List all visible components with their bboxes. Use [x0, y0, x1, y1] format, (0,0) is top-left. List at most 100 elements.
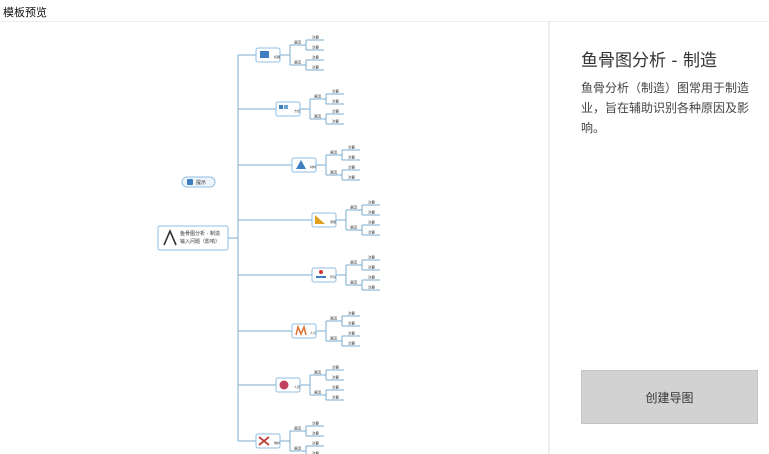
- sub-branch-label: 原因: [314, 94, 322, 99]
- person-icon: [279, 380, 289, 390]
- window-title: 模板预览: [3, 6, 47, 19]
- leaf-label: 次要: [368, 210, 376, 215]
- sub-branch-label: 原因: [314, 370, 322, 375]
- leaf-label: 次要: [348, 321, 356, 326]
- leaf-label: 次要: [332, 365, 340, 370]
- sub-connector: [316, 321, 327, 341]
- leaf-label: 次要: [332, 119, 340, 124]
- floating-topic-label: 提示: [196, 179, 206, 186]
- sub-branch-label: 原因: [314, 114, 322, 119]
- sub-branch-label: 原因: [350, 280, 358, 285]
- note-icon: [187, 179, 193, 185]
- category-node-3[interactable]: 材料: [291, 157, 317, 173]
- template-title: 鱼骨图分析 - 制造: [581, 51, 717, 71]
- leaf-label: 次要: [312, 431, 320, 436]
- leaf-label: 次要: [332, 89, 340, 94]
- sub-connector: [280, 431, 291, 451]
- leaf-label: 次要: [312, 451, 320, 454]
- sub-branch-label: 原因: [330, 336, 338, 341]
- sub-branch-label: 原因: [350, 260, 358, 265]
- template-info-panel: 鱼骨图分析 - 制造 鱼骨分析（制造）图常用于制造业，旨在辅助识别各种原因及影响…: [550, 22, 769, 454]
- leaf-label: 次要: [348, 311, 356, 316]
- floating-topic[interactable]: 提示: [181, 176, 216, 188]
- category-node-box: [311, 267, 337, 283]
- monitor-icon: [260, 51, 269, 58]
- leaf-label: 次要: [332, 375, 340, 380]
- sub-branch-label: 原因: [330, 170, 338, 175]
- sub-branch-label: 原因: [350, 205, 358, 210]
- leaf-label: 次要: [368, 220, 376, 225]
- category-node-7[interactable]: 人员: [275, 377, 301, 393]
- hands-icon: [295, 324, 307, 336]
- sub-connector: [316, 155, 327, 175]
- create-mindmap-button[interactable]: 创建导图: [581, 370, 758, 424]
- category-label: 机器: [274, 54, 280, 59]
- sub-branch-label: 原因: [294, 60, 302, 65]
- leaf-label: 次要: [332, 109, 340, 114]
- category-node-8[interactable]: 维护: [255, 433, 281, 449]
- category-label: 维护: [274, 440, 280, 445]
- sub-branch-label: 原因: [330, 150, 338, 155]
- grid-icon: [279, 105, 283, 109]
- leaf-label: 次要: [312, 65, 320, 70]
- category-node-6[interactable]: 人力: [291, 323, 317, 339]
- leaf-label: 次要: [368, 230, 376, 235]
- panel-divider: [548, 22, 550, 454]
- sub-branch-label: 原因: [294, 426, 302, 431]
- leaf-label: 次要: [368, 265, 376, 270]
- root-title: 鱼骨图分析 - 制造: [180, 230, 220, 237]
- category-label: 测量: [330, 219, 336, 224]
- environment-icon: [319, 270, 323, 274]
- root-node[interactable]: 鱼骨图分析 - 制造 输入问题（影响）: [157, 225, 229, 251]
- leaf-label: 次要: [332, 99, 340, 104]
- template-description: 鱼骨分析（制造）图常用于制造业，旨在辅助识别各种原因及影响。: [581, 81, 750, 135]
- leaf-label: 次要: [312, 35, 320, 40]
- sub-connector: [300, 375, 311, 395]
- leaf-label: 次要: [312, 55, 320, 60]
- leaf-label: 次要: [368, 285, 376, 290]
- sub-branch-label: 原因: [330, 316, 338, 321]
- tools-icon: [258, 436, 270, 446]
- template-preview-canvas: 机器原因次要次要原因次要次要方法原因次要次要原因次要次要材料原因次要次要原因次要…: [0, 22, 548, 454]
- category-label: 方法: [294, 108, 300, 113]
- leaf-label: 次要: [332, 395, 340, 400]
- leaf-label: 次要: [348, 175, 356, 180]
- category-label: 人员: [294, 385, 300, 389]
- sub-branch-label: 原因: [294, 446, 302, 451]
- sub-connector: [336, 265, 347, 285]
- pyramid-icon: [296, 160, 306, 169]
- sub-branch-label: 原因: [314, 390, 322, 395]
- leaf-label: 次要: [332, 385, 340, 390]
- leaf-label: 次要: [348, 155, 356, 160]
- leaf-label: 次要: [348, 331, 356, 336]
- leaf-label: 次要: [368, 275, 376, 280]
- category-label: 环境: [330, 274, 336, 279]
- sub-connector: [336, 210, 347, 230]
- root-subtitle: 输入问题（影响）: [180, 238, 220, 245]
- environment-icon: [316, 276, 326, 278]
- leaf-label: 次要: [348, 145, 356, 150]
- category-node-2[interactable]: 方法: [275, 101, 301, 117]
- leaf-label: 次要: [368, 255, 376, 260]
- leaf-label: 次要: [368, 200, 376, 205]
- category-label: 材料: [310, 164, 316, 169]
- ruler-icon: [315, 215, 325, 224]
- title-bar: 模板预览: [0, 0, 769, 22]
- category-node-box: [255, 433, 281, 449]
- grid-icon: [284, 105, 288, 109]
- sub-connector: [280, 45, 291, 65]
- leaf-label: 次要: [348, 165, 356, 170]
- sub-branch-label: 原因: [294, 40, 302, 45]
- sub-connector: [300, 99, 311, 119]
- mindmap-diagram: 机器原因次要次要原因次要次要方法原因次要次要原因次要次要材料原因次要次要原因次要…: [157, 35, 380, 454]
- logo-icon: [163, 228, 177, 246]
- leaf-label: 次要: [312, 45, 320, 50]
- sub-branch-label: 原因: [350, 225, 358, 230]
- category-label: 人力: [310, 330, 316, 335]
- category-node-5[interactable]: 环境: [311, 267, 337, 283]
- leaf-label: 次要: [348, 341, 356, 346]
- category-node-4[interactable]: 测量: [311, 212, 337, 228]
- category-node-1[interactable]: 机器: [255, 47, 281, 63]
- leaf-label: 次要: [312, 421, 320, 426]
- leaf-label: 次要: [312, 441, 320, 446]
